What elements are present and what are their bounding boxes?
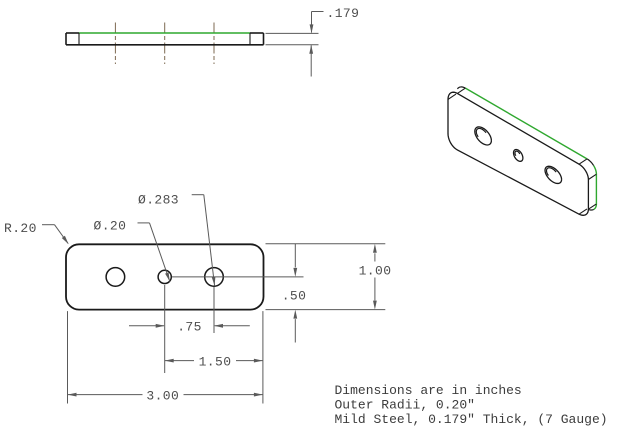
svg-text:Mild Steel, 0.179" Thick, (7 G: Mild Steel, 0.179" Thick, (7 Gauge) — [335, 412, 608, 427]
svg-text:Dimensions are in inches: Dimensions are in inches — [335, 383, 522, 398]
svg-text:.50: .50 — [282, 289, 307, 304]
svg-text:3.00: 3.00 — [146, 388, 179, 403]
svg-text:Outer Radii, 0.20": Outer Radii, 0.20" — [335, 398, 475, 413]
svg-text:1.00: 1.00 — [359, 264, 392, 279]
svg-text:.75: .75 — [177, 320, 202, 335]
svg-text:Ø.283: Ø.283 — [138, 193, 179, 208]
svg-text:R.20: R.20 — [4, 221, 37, 236]
svg-text:.179: .179 — [327, 6, 360, 21]
svg-text:Ø.20: Ø.20 — [94, 219, 127, 234]
svg-text:1.50: 1.50 — [199, 354, 232, 369]
